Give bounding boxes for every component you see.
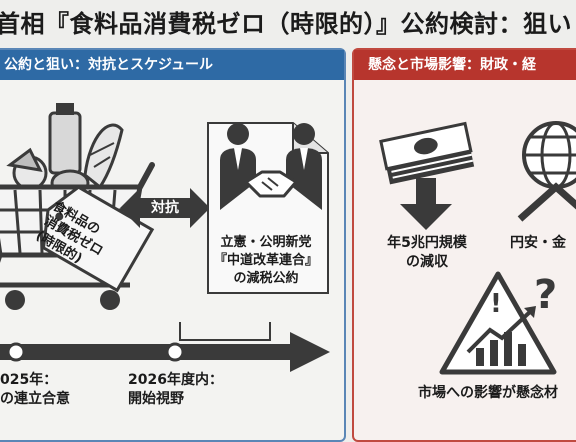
revenue-loss-text: 年5兆円規模 の減収 — [372, 234, 482, 272]
timeline-milestone-2: 2026年度内： 開始視野 — [128, 371, 223, 409]
versus-label: 対抗 — [151, 200, 179, 216]
market-impact-text: 市場への影響が懸念材 — [418, 385, 558, 401]
revenue-line: の減収 — [406, 254, 448, 270]
timeline-arrow — [0, 322, 330, 372]
handshake-icon — [220, 123, 322, 210]
versus-arrow-icon — [120, 188, 210, 228]
policy-panel-header: 公約と狙い：対抗とスケジュール — [0, 50, 344, 80]
revenue-line: 年5兆円規模 — [387, 235, 467, 251]
currency-text: 円安・金 — [510, 235, 566, 251]
warning-chart-icon: ! ? — [439, 271, 557, 375]
down-arrow-icon — [400, 178, 452, 230]
concern-panel-header: 懸念と市場影響：財政・経 — [354, 50, 576, 80]
opposition-text: 立憲・公明新党 『中道改革連合』 の減税公約 — [204, 234, 328, 288]
svg-text:!: ! — [490, 289, 502, 319]
timeline-milestone-1: 025年： の連立合意 — [0, 371, 70, 409]
globe-icon — [517, 121, 576, 222]
opposition-line: 『中道改革連合』 — [213, 253, 318, 268]
milestone-desc: 開始視野 — [128, 391, 184, 407]
milestone-desc: の連立合意 — [0, 391, 70, 407]
milestone-date: 2026年度内： — [128, 372, 223, 388]
opposition-line: の減税公約 — [233, 271, 299, 286]
opposition-line: 立憲・公明新党 — [220, 235, 312, 250]
money-stack-icon — [379, 121, 475, 230]
question-mark-icon: ? — [534, 272, 557, 318]
concern-panel: 懸念と市場影響：財政・経 — [352, 48, 576, 442]
milestone-date: 025年： — [0, 372, 58, 388]
page-title: 首相『食料品消費税ゼロ（時限的）』公約検討：狙いと — [0, 10, 576, 38]
